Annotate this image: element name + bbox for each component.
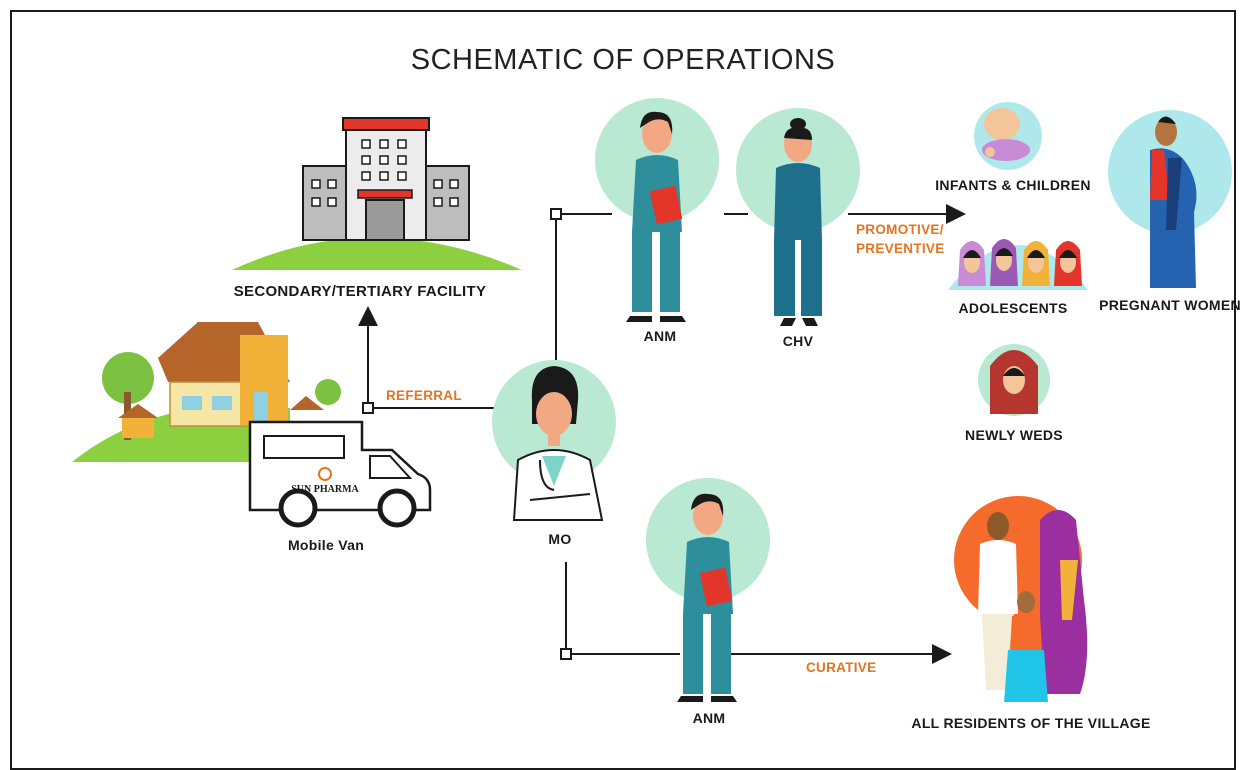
infant-icon [974, 102, 1042, 170]
anm-bottom-icon [646, 478, 770, 702]
anm-bottom-label: ANM [692, 710, 726, 726]
referral-node [362, 402, 374, 414]
mobile-van-icon: SUN PHARMA [248, 420, 432, 528]
curative-node [560, 648, 572, 660]
mo-label: MO [548, 531, 572, 547]
infants-label: INFANTS & CHILDREN [935, 177, 1091, 193]
promotive-label: PROMOTIVE/ [856, 222, 944, 237]
hospital-icon [232, 117, 522, 270]
connector-nodes [362, 208, 572, 660]
van-logo-text: SUN PHARMA [291, 484, 359, 495]
referral-label: REFERRAL [386, 388, 462, 403]
village-house-icon [72, 322, 341, 462]
newlyweds-icon [978, 344, 1050, 416]
pregnant-woman-icon [1108, 110, 1232, 288]
facility-label: SECONDARY/TERTIARY FACILITY [233, 283, 487, 300]
mobile-van-label: Mobile Van [287, 537, 365, 553]
doctor-mo-icon [492, 360, 616, 521]
adolescents-icon [948, 239, 1088, 290]
pregnant-women-label: PREGNANT WOMEN [1099, 297, 1241, 313]
curative-label: CURATIVE [806, 660, 877, 675]
all-residents-label: ALL RESIDENTS OF THE VILLAGE [911, 715, 1151, 731]
village-residents-icon [954, 496, 1088, 702]
adolescents-label: ADOLESCENTS [958, 300, 1068, 316]
connector-lines [358, 204, 966, 664]
preventive-label: PREVENTIVE [856, 241, 945, 256]
newlyweds-label: NEWLY WEDS [965, 427, 1063, 443]
promotive-node [550, 208, 562, 220]
anm-top-icon [595, 98, 719, 322]
chv-label: CHV [782, 333, 814, 349]
chv-icon [736, 108, 860, 326]
diagram-title: SCHEMATIC OF OPERATIONS [410, 44, 836, 76]
anm-top-label: ANM [643, 328, 677, 344]
